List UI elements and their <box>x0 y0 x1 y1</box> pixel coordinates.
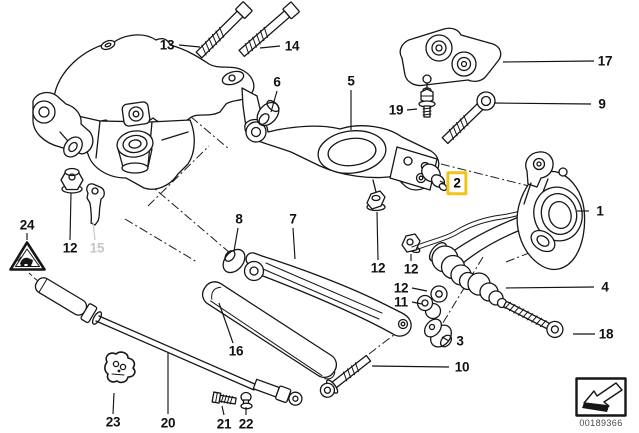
part-callout-12d[interactable]: 12 <box>393 280 409 296</box>
part-bracket-17 <box>399 27 502 93</box>
part-callout-12a[interactable]: 12 <box>62 240 78 256</box>
part-callout-6[interactable]: 6 <box>273 74 281 90</box>
part-callout-18[interactable]: 18 <box>598 326 614 342</box>
part-callout-16[interactable]: 16 <box>228 343 244 359</box>
part-callout-21[interactable]: 21 <box>216 416 232 432</box>
part-callout-23[interactable]: 23 <box>105 414 121 430</box>
part-callout-24[interactable]: 24 <box>19 217 35 233</box>
part-plug-22 <box>240 391 253 410</box>
part-callout-14[interactable]: 14 <box>284 38 300 54</box>
part-callout-17[interactable]: 17 <box>597 53 613 69</box>
part-callout-13[interactable]: 13 <box>159 37 175 53</box>
part-rear-axle-carrier <box>32 34 263 190</box>
part-nut-12a <box>60 167 84 194</box>
warning-triangle-icon <box>9 241 46 271</box>
part-callout-12b[interactable]: 12 <box>370 260 386 276</box>
part-callout-7[interactable]: 7 <box>289 211 297 227</box>
part-callout-2[interactable]: 2 <box>446 171 468 195</box>
part-callout-19[interactable]: 19 <box>388 102 404 118</box>
part-callout-10[interactable]: 10 <box>454 359 470 375</box>
part-bolt-10 <box>319 354 372 398</box>
part-balljoint-4 <box>428 242 508 309</box>
part-cover-16 <box>201 281 338 380</box>
part-callout-8[interactable]: 8 <box>235 211 243 227</box>
part-bolt-18 <box>502 300 564 339</box>
part-bushing-8 <box>222 248 246 274</box>
part-callout-20[interactable]: 20 <box>160 415 176 431</box>
part-callout-12c[interactable]: 12 <box>403 261 419 277</box>
part-clip-15 <box>86 183 105 226</box>
part-bushing-6 <box>256 99 280 127</box>
part-callout-22[interactable]: 22 <box>238 416 254 432</box>
part-bolt-21 <box>211 391 237 405</box>
part-bushing-2 <box>420 161 448 192</box>
part-callout-9[interactable]: 9 <box>598 96 606 112</box>
part-washers-11 <box>416 294 442 320</box>
part-callout-3[interactable]: 3 <box>456 333 464 349</box>
part-bolt-14 <box>238 1 300 58</box>
part-callout-1[interactable]: 1 <box>596 203 604 219</box>
image-number: 00189366 <box>579 418 623 428</box>
part-callout-11[interactable]: 11 <box>394 294 408 310</box>
part-bolt-9 <box>441 91 496 145</box>
part-nut-12b <box>366 190 386 212</box>
part-bushing-3 <box>423 318 453 348</box>
part-track-rod-7 <box>222 248 453 348</box>
part-washer-12d <box>430 285 448 303</box>
part-bolt-13 <box>195 1 253 59</box>
part-wheel-carrier-1 <box>411 151 586 271</box>
part-callout-4[interactable]: 4 <box>601 279 609 295</box>
part-clip-23 <box>104 351 136 384</box>
part-callout-15[interactable]: 15 <box>89 240 105 256</box>
direction-arrow-icon <box>575 377 627 417</box>
part-bolt-19 <box>418 88 436 118</box>
part-callout-5[interactable]: 5 <box>347 73 355 89</box>
part-cable-20 <box>34 277 303 406</box>
